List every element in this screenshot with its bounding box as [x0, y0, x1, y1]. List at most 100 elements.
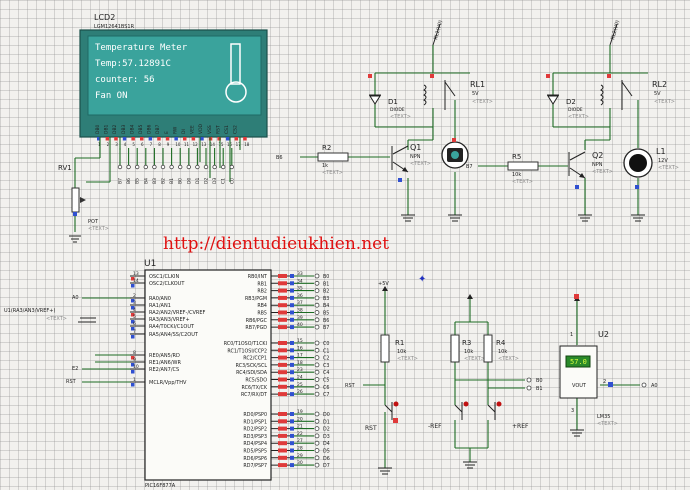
- mcu-right-pin-number: 40: [297, 322, 303, 328]
- diode-d1[interactable]: D1 DIODE <TEXT>: [369, 94, 411, 120]
- relay1-text: <TEXT>: [472, 99, 493, 105]
- lcd-pin-name: CS2: [233, 125, 239, 134]
- mcu-right-pin-name: RC4/SDI/SDA: [236, 370, 268, 376]
- mcu-pin-marker: [131, 284, 135, 288]
- lcd-model: LGM12641BS1R: [94, 24, 135, 30]
- r1-text: <TEXT>: [397, 356, 418, 362]
- lcd-pin-marker: [191, 137, 196, 141]
- q2-type: NPN: [592, 162, 603, 168]
- mcu-pin-marker: [278, 433, 287, 438]
- cursor-crosshair-icon: ✦: [418, 274, 426, 285]
- sensor-display: [565, 355, 591, 368]
- switch-ref-minus-label: -REF: [428, 423, 442, 430]
- transistor-q2[interactable]: Q2 NPN <TEXT>: [568, 151, 613, 179]
- relay2-ref: RL2: [652, 80, 667, 89]
- pot-rv1[interactable]: RV1 POT <TEXT>: [58, 164, 109, 243]
- mcu-right-pin-name: RB5: [257, 311, 267, 317]
- mcu-left-pin-number: 7: [133, 329, 136, 335]
- lcd-pin-number: 17: [236, 142, 242, 147]
- mcu-right-pin-name: RD5/PSP5: [243, 449, 267, 455]
- reset-and-buttons-circuit[interactable]: +5V R1 10k <TEXT> R3 10: [345, 274, 543, 475]
- mcu-right-pin-name: RD3/PSP3: [243, 434, 267, 440]
- mcu-pin-marker: [278, 441, 287, 446]
- mcu-right-pin-number: 29: [297, 453, 303, 459]
- sensor-part: LM35: [597, 414, 610, 420]
- switch-ref-minus[interactable]: -REF: [428, 401, 469, 431]
- mcu-net-label: C0: [323, 341, 329, 347]
- ground-symbol-sensor: [570, 429, 584, 437]
- mcu-pin-marker: [278, 370, 287, 375]
- resistor-r1[interactable]: [380, 334, 390, 363]
- mcu-left-pin-number: 8: [133, 350, 136, 356]
- lcd-net-terminal: [212, 164, 217, 170]
- resistor-r2[interactable]: R2 1k <TEXT> B6: [276, 144, 349, 176]
- temperature-sensor-u2[interactable]: 1 U2 57.0 VOUT 2 3 LM35 <TEXT> A0: [559, 294, 658, 437]
- sensor-ref: U2: [598, 330, 609, 339]
- resistor-r5[interactable]: R5 10k <TEXT> B7: [466, 153, 539, 185]
- lcd-module[interactable]: LCD2 LGM12641BS1R Temperature Meter Temp…: [79, 13, 268, 147]
- transistor-q1[interactable]: Q1 NPN <TEXT>: [391, 143, 431, 173]
- mcu-pin-marker: [290, 303, 294, 308]
- mcu-pin-marker: [290, 362, 294, 367]
- mcu-right-pin-number: 17: [297, 353, 303, 359]
- lcd-net-terminal: [160, 164, 166, 170]
- mcu-right-pin-number: 23: [297, 367, 303, 373]
- fan-driver-circuit[interactable]: RL1(V0) D1 DIODE <TEXT> RL1 5V <TEXT> R2…: [276, 20, 493, 222]
- mcu-right-pin-number: 36: [297, 293, 303, 299]
- fan-motor[interactable]: [441, 141, 469, 169]
- lcd-net-terminal: [203, 164, 209, 170]
- net-b1-mid: B1: [536, 386, 543, 392]
- mcu-net-label: B0: [323, 274, 329, 280]
- lcd-pin-number: 10: [175, 142, 181, 147]
- mcu-pin-marker: [278, 392, 287, 397]
- resistor-r4[interactable]: [483, 334, 493, 363]
- mcu-pin-marker: [278, 362, 287, 367]
- mcu-right-pin-name: RC5/SDO: [245, 378, 267, 384]
- mcu-net-terminal: [314, 317, 320, 323]
- mcu-right-pin-number: 18: [297, 360, 303, 366]
- microcontroller-u1[interactable]: U1 PIC16F877A OSC1/CLKIN13OSC2/CLKOUT14R…: [130, 259, 330, 489]
- relay1-net-label: RL1(V0): [433, 20, 444, 41]
- lcd-net-label: B7: [118, 178, 124, 184]
- relay-rl1[interactable]: RL1 5V <TEXT>: [423, 80, 493, 110]
- lcd-pin-name: VSS: [207, 125, 213, 134]
- resistor-r3[interactable]: [450, 334, 460, 363]
- lcd-net-label: D2: [204, 178, 210, 184]
- mcu-right-pin-number: 35: [297, 286, 303, 292]
- mcu-left-nets: U1(RA3/AN3/VREF+) <TEXT> A0 E2 RST: [4, 295, 130, 385]
- mcu-pin-marker: [278, 377, 287, 382]
- mcu-left-pin-number: 1: [133, 377, 136, 383]
- mcu-net-label: C3: [323, 363, 329, 369]
- mcu-net-terminal: [314, 433, 320, 439]
- switch-rst[interactable]: RST: [365, 401, 399, 433]
- lcd-bus-wires: [74, 137, 241, 232]
- mcu-net-terminal: [314, 426, 320, 432]
- mcu-right-pin-number: 15: [297, 338, 303, 344]
- lcd-pin-marker: [148, 137, 153, 141]
- lcd-pin-marker: [97, 137, 101, 141]
- diode-d2[interactable]: D2 DIODE <TEXT>: [547, 94, 589, 120]
- mcu-pin-marker: [278, 281, 287, 286]
- lamp-value: 12V: [658, 158, 668, 164]
- mcu-net-label: B7: [323, 325, 329, 331]
- lcd-net-label: C1: [221, 178, 227, 184]
- lcd-net-terminal: [186, 164, 191, 170]
- r2-ref: R2: [322, 144, 331, 152]
- lamp-icon: [629, 154, 647, 172]
- lcd-net-terminal: [152, 164, 157, 170]
- mcu-pin-marker: [131, 356, 135, 360]
- relay-rl2[interactable]: RL2 5V <TEXT>: [600, 80, 675, 110]
- lcd-pin-number: 4: [124, 142, 127, 147]
- lamp-driver-circuit[interactable]: RL2(V0) D2 DIODE <TEXT> RL2 5V <TEXT> R5…: [466, 20, 679, 222]
- mcu-left-pin-name: RA5/AN4/SS/C2OUT: [149, 332, 199, 338]
- diode1-type: DIODE: [390, 107, 405, 113]
- switch-ref-plus[interactable]: +REF: [487, 401, 529, 431]
- sensor-pin1: 1: [570, 332, 573, 338]
- lamp-l1[interactable]: L1 12V <TEXT>: [623, 147, 679, 178]
- mcu-net-label: B2: [323, 289, 329, 295]
- lcd-net-label: D0: [186, 178, 192, 184]
- mcu-left-pin-number: 10: [133, 364, 139, 370]
- mcu-left-pin-name: RA0/AN0: [149, 296, 171, 302]
- relay1-value: 5V: [472, 91, 479, 97]
